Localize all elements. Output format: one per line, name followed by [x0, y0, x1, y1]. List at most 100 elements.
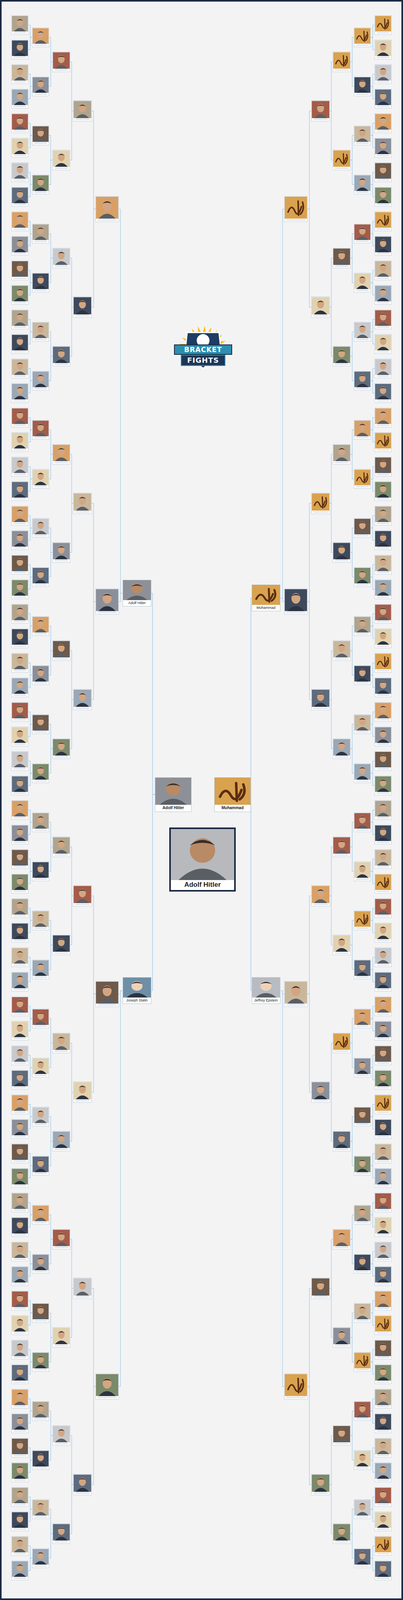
photo-hair [16, 632, 24, 634]
photo-frame [11, 506, 29, 526]
photo-body [13, 199, 26, 204]
bracket-connector [151, 794, 155, 991]
photo-ground [73, 1278, 92, 1296]
photo-ground [32, 126, 49, 142]
photo-frame [311, 689, 330, 711]
photo-body [98, 213, 116, 219]
caption-bar [376, 743, 390, 745]
caption-bar [54, 69, 69, 71]
bracket-line [350, 944, 355, 970]
caption-bar [376, 1013, 390, 1015]
photo-body [34, 678, 47, 682]
caption-bar [376, 1160, 390, 1163]
photo-hair [379, 804, 387, 806]
caption-bar [356, 682, 369, 684]
photo-face [16, 166, 24, 174]
photo-ground [52, 150, 70, 167]
caption-bar [356, 1222, 369, 1224]
photo-hair [16, 1417, 24, 1419]
caption-bar [13, 620, 27, 623]
photo-frame [11, 776, 29, 796]
bracket-line [350, 847, 355, 872]
bracket-line [70, 1092, 74, 1142]
photo-frame [354, 1205, 371, 1225]
caption-bar [334, 1148, 349, 1151]
photo-ground [11, 506, 28, 523]
photo-ground [375, 261, 392, 277]
photo-body [335, 1438, 349, 1443]
caption-bar [313, 707, 328, 709]
photo-face [379, 166, 387, 174]
photo-hair [338, 448, 346, 451]
photo-frame [284, 1373, 308, 1400]
photo-face [316, 692, 325, 702]
photo-body [356, 1070, 369, 1075]
bracket-line [370, 1214, 375, 1228]
caption-bar [54, 1050, 69, 1052]
photo-body [356, 874, 369, 878]
caption-bar [13, 522, 27, 525]
photo-body [13, 1033, 26, 1038]
photo-body [13, 1107, 26, 1112]
photo-hair [338, 1331, 346, 1334]
photo-ground [11, 285, 28, 302]
photo-face [37, 1551, 44, 1560]
bracket-line [350, 1337, 355, 1363]
photo-frame [11, 579, 29, 599]
calligraphy [287, 201, 304, 216]
photo-ground [333, 52, 351, 69]
photo-frame [374, 1045, 392, 1065]
caption-bar [376, 1430, 390, 1432]
bracket-line [370, 1104, 375, 1117]
bracket-line [48, 258, 53, 283]
photo-frame [374, 947, 392, 967]
caption-bar [376, 32, 390, 34]
photo-hair [379, 190, 387, 193]
bracket-line [350, 1214, 355, 1240]
photo-frame [354, 1352, 371, 1372]
photo-body [13, 1303, 26, 1307]
photo-body [377, 1205, 390, 1209]
photo-ground [11, 1487, 28, 1504]
bracket-line [48, 429, 53, 455]
photo-hair [379, 583, 387, 585]
photo-body [13, 616, 26, 621]
photo-frame [11, 285, 29, 305]
photo-frame [32, 469, 49, 489]
photo-frame [73, 100, 92, 122]
bracket-line [48, 626, 53, 651]
photo-face [16, 264, 24, 272]
photo-hair [379, 1490, 387, 1493]
photo-ground [11, 1095, 28, 1111]
photo-face [37, 1453, 44, 1462]
photo-face [16, 1196, 24, 1204]
photo-face [16, 411, 24, 419]
photo-hair [37, 276, 44, 279]
bracket-line [28, 221, 33, 234]
photo-face [102, 200, 112, 212]
photo-frame [374, 751, 392, 771]
photo-face [338, 840, 346, 849]
photo-hair [16, 1515, 24, 1518]
photo-frame [32, 1450, 49, 1470]
bracket-line [329, 503, 333, 553]
photo-ground [311, 297, 330, 315]
photo-face [316, 1085, 325, 1094]
photo-body [13, 52, 26, 57]
photo-ground [354, 813, 371, 829]
caption-bar [34, 878, 47, 880]
bracket-line [370, 1410, 375, 1424]
photo-body [13, 763, 26, 768]
photo-frame [374, 628, 392, 648]
photo-body [75, 114, 89, 119]
photo-body [377, 714, 390, 719]
photo-ground [375, 334, 392, 351]
photo-face [16, 313, 24, 321]
photo-hair [37, 31, 44, 34]
photo-face [16, 460, 24, 468]
bracket-line [370, 74, 375, 87]
photo-hair [379, 92, 387, 95]
bracket-line [48, 724, 53, 750]
photo-body [313, 1291, 327, 1296]
bracket-line [48, 847, 53, 872]
